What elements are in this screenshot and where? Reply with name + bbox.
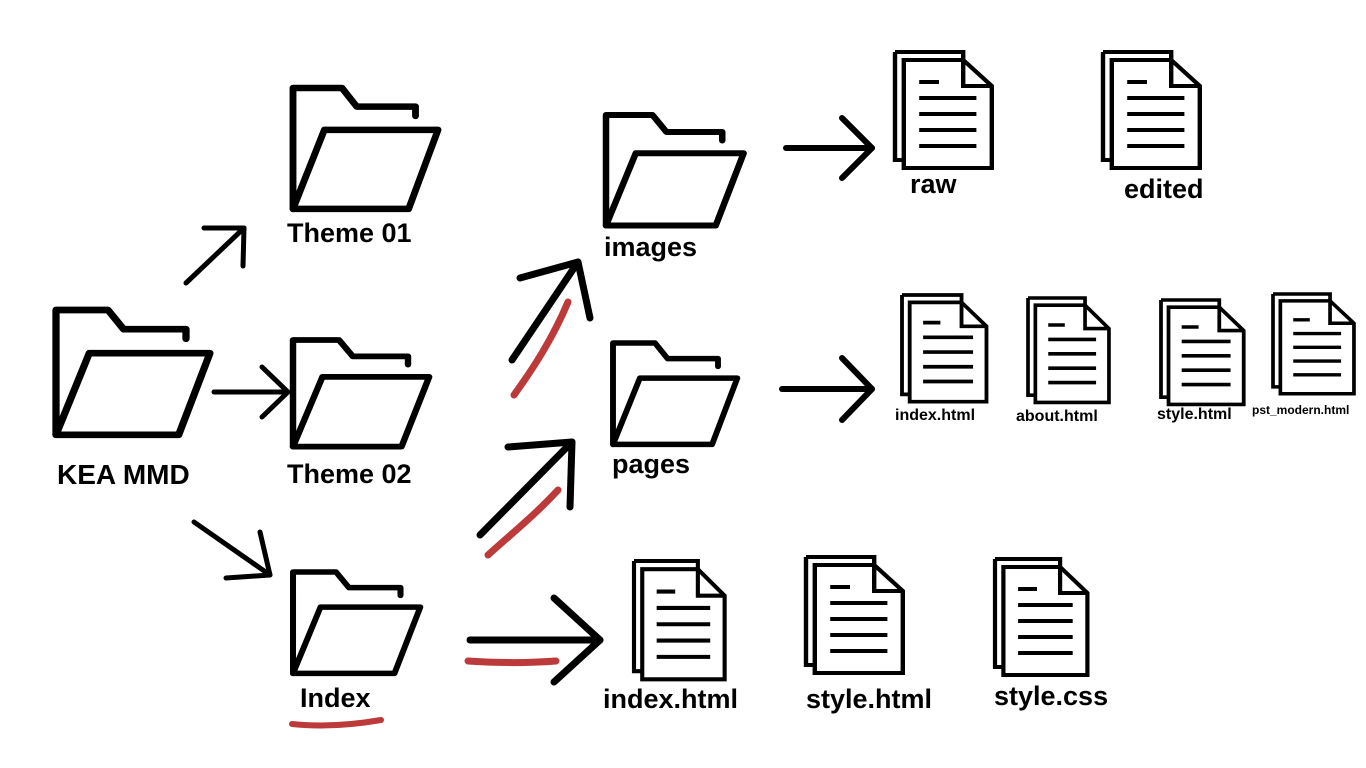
arrow-to-images-files	[783, 115, 875, 181]
edited-document-icon	[1103, 52, 1200, 168]
arrow-to-index	[191, 519, 273, 581]
arrow-to-theme01	[183, 225, 247, 286]
images-folder-icon	[606, 115, 744, 226]
root-label: KEA MMD	[57, 459, 190, 490]
images-label: images	[604, 232, 698, 262]
pages-index-label: index.html	[895, 407, 976, 424]
pages-about-label: about.html	[1016, 408, 1098, 425]
pages-pst-modern-document-icon	[1271, 292, 1356, 396]
pages-folder-icon	[613, 343, 737, 444]
index-index-label: index.html	[603, 684, 739, 714]
theme02-label: Theme 02	[287, 459, 412, 489]
arrow-to-images	[508, 258, 594, 364]
pages-label: pages	[612, 449, 691, 479]
highlight-images-path	[510, 298, 572, 399]
index-style-html-label: style.html	[806, 684, 933, 714]
pages-about-document-icon	[1026, 296, 1111, 405]
highlight-index-files-path	[464, 657, 560, 666]
index-folder-icon	[293, 572, 420, 673]
arrow-to-index-files	[466, 594, 604, 686]
arrow-to-theme02	[211, 364, 291, 420]
raw-label: raw	[910, 169, 957, 199]
index-label: Index	[300, 683, 371, 713]
index-style-css-label: style.css	[994, 681, 1109, 711]
theme01-label: Theme 01	[287, 218, 412, 248]
highlight-index-underline	[289, 717, 384, 729]
root-folder-icon	[56, 310, 210, 435]
theme02-folder-icon	[293, 340, 429, 447]
index-style-html-document-icon	[806, 557, 903, 673]
arrow-to-pages-files	[779, 355, 875, 423]
pages-style-document-icon	[1159, 298, 1246, 407]
raw-document-icon	[895, 52, 992, 168]
highlight-pages-path	[484, 486, 562, 559]
pages-style-label: style.html	[1157, 406, 1232, 423]
theme01-folder-icon	[293, 88, 438, 209]
index-style-css-document-icon	[995, 559, 1087, 675]
arrow-to-pages	[476, 438, 576, 539]
pages-index-document-icon	[900, 293, 989, 404]
pages-pst-modern-label: pst_modern.html	[1252, 403, 1350, 417]
index-index-document-icon	[634, 561, 725, 679]
edited-label: edited	[1124, 174, 1204, 204]
